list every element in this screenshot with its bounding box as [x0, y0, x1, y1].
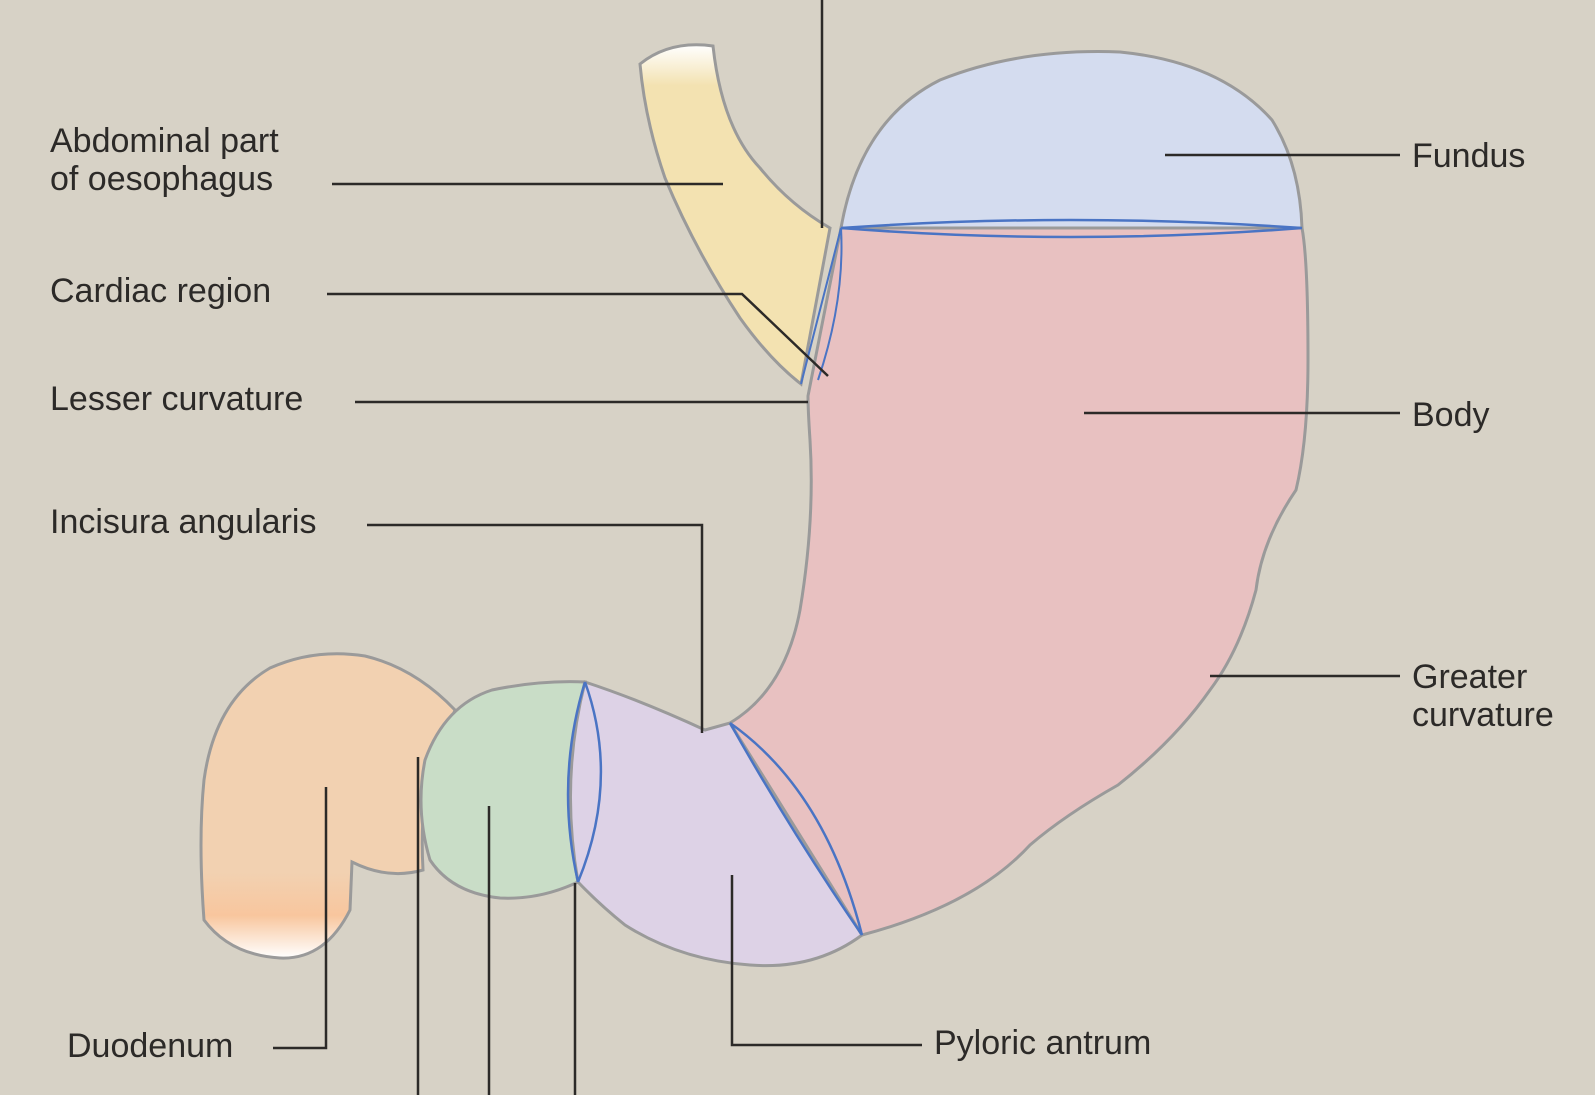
label-duodenum: Duodenum — [67, 1027, 233, 1065]
label-pyloric-antrum: Pyloric antrum — [934, 1024, 1151, 1062]
body-region — [730, 228, 1308, 935]
label-lesser-curvature: Lesser curvature — [50, 380, 303, 418]
label-fundus: Fundus — [1412, 137, 1525, 175]
fundus-region — [841, 52, 1302, 228]
label-abdominal-oesophagus-line1: Abdominal part — [50, 122, 279, 160]
label-greater-curvature-line1: Greater — [1412, 658, 1554, 696]
label-incisura-angularis: Incisura angularis — [50, 503, 316, 541]
label-cardiac-region: Cardiac region — [50, 272, 271, 310]
label-greater-curvature-line2: curvature — [1412, 696, 1554, 734]
label-body: Body — [1412, 396, 1490, 434]
label-abdominal-oesophagus-line2: of oesophagus — [50, 160, 279, 198]
label-abdominal-oesophagus: Abdominal part of oesophagus — [50, 122, 279, 198]
label-greater-curvature: Greater curvature — [1412, 658, 1554, 734]
oesophagus-region — [640, 45, 830, 384]
